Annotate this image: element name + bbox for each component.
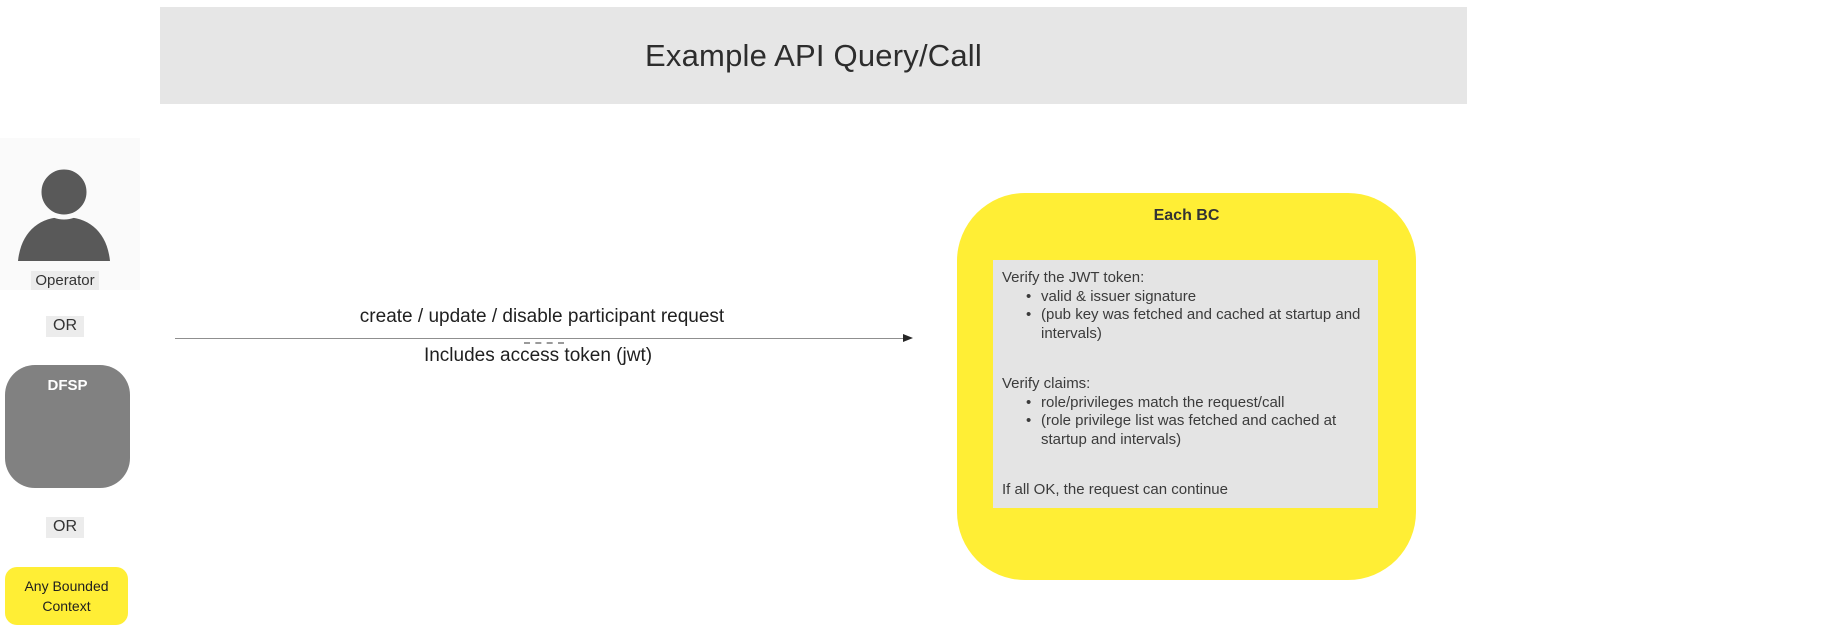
list-item: (role privilege list was fetched and cac…: [1002, 412, 1368, 449]
message-request-label: create / update / disable participant re…: [353, 306, 731, 328]
note-footer: If all OK, the request can continue: [1002, 481, 1228, 498]
or-label-top: OR: [46, 316, 84, 337]
title-bar: Example API Query/Call: [160, 7, 1467, 104]
or-label-bottom: OR: [46, 517, 84, 538]
operator-label: Operator: [31, 271, 99, 290]
arrowhead-icon: [903, 334, 913, 342]
any-bounded-context-shape: Any Bounded Context: [5, 567, 128, 625]
jwt-heading: Verify the JWT token:: [1002, 269, 1145, 286]
claims-heading: Verify claims:: [1002, 375, 1091, 392]
verification-note: Verify the JWT token: valid & issuer sig…: [993, 260, 1378, 508]
list-item: valid & issuer signature: [1002, 288, 1368, 307]
jwt-bullet-list: valid & issuer signature (pub key was fe…: [1002, 288, 1368, 344]
person-icon: [18, 164, 110, 261]
list-item: (pub key was fetched and cached at start…: [1002, 306, 1368, 343]
message-token-label: Includes access token (jwt): [417, 345, 659, 367]
message-arrow-line: [175, 338, 905, 339]
any-bounded-context-label: Any Bounded Context: [24, 577, 109, 614]
list-item: role/privileges match the request/call: [1002, 394, 1368, 413]
claims-bullet-list: role/privileges match the request/call (…: [1002, 394, 1368, 450]
each-bc-title: Each BC: [1153, 207, 1220, 224]
dfsp-label: DFSP: [47, 377, 88, 394]
dfsp-shape: DFSP: [5, 365, 130, 488]
page-title: Example API Query/Call: [645, 37, 982, 73]
dashed-line-fragment: [524, 342, 564, 344]
each-bc-shape: Each BC Verify the JWT token: valid & is…: [957, 193, 1416, 580]
